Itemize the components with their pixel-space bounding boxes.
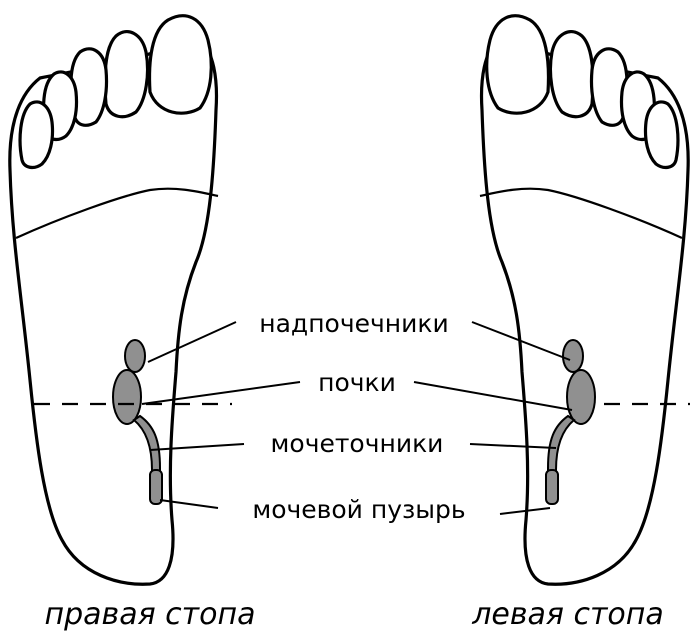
- right-bladder: [150, 470, 162, 504]
- label-kidneys: почки: [318, 368, 396, 397]
- label-adrenals: надпочечники: [259, 309, 448, 338]
- left-bladder: [546, 470, 558, 504]
- right-foot: [10, 16, 218, 584]
- right-foot-big-toe: [150, 16, 212, 113]
- label-bladder: мочевой пузырь: [252, 495, 465, 524]
- left-adrenal: [563, 340, 583, 372]
- right-kidney: [113, 370, 141, 424]
- caption-left-foot: левая стопа: [471, 597, 664, 632]
- left-foot-second-toe: [550, 32, 593, 117]
- label-ureters: мочеточники: [271, 429, 444, 458]
- right-foot-little-toe: [20, 102, 52, 167]
- left-foot: [480, 16, 688, 584]
- left-foot-big-toe: [487, 16, 549, 113]
- caption-right-foot: правая стопа: [44, 597, 255, 632]
- left-foot-little-toe: [645, 102, 677, 167]
- right-adrenal: [125, 340, 145, 372]
- right-foot-second-toe: [105, 32, 148, 117]
- left-kidney: [567, 370, 595, 424]
